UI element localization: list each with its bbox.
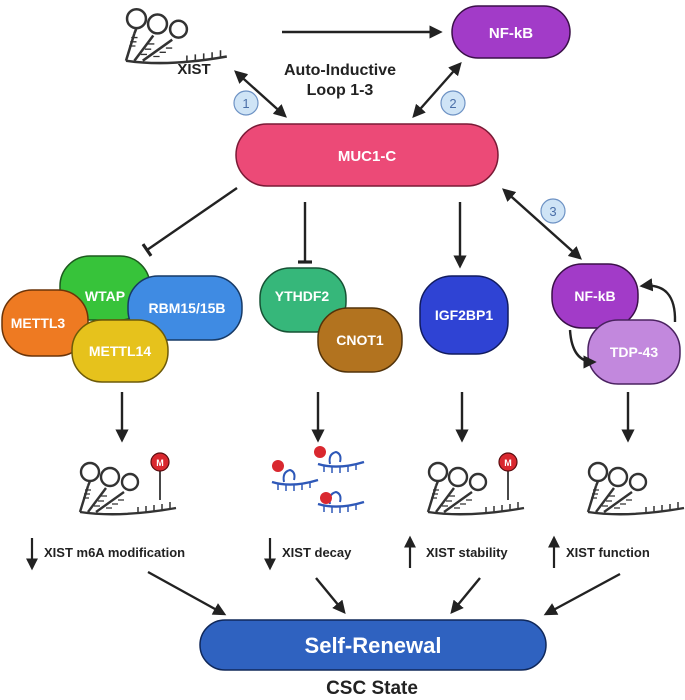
nfkb-node-right[interactable]	[551, 263, 639, 329]
outcome-label-stability: XIST stability	[426, 545, 508, 560]
nfkb-to-tdp43-arrow	[568, 329, 597, 369]
muc1c-label: MUC1-C	[338, 148, 396, 165]
function-to-self-renewal-arrow	[543, 572, 621, 616]
self-renewal-label: Self-Renewal	[305, 633, 442, 658]
m6a-mark-label-1: M	[156, 458, 164, 468]
loop-number-badge-3: 3	[540, 198, 566, 224]
loop-number-badge-1: 1	[233, 90, 259, 116]
nfkb-label-right: NF-kB	[574, 288, 615, 304]
outcome-label-function: XIST function	[566, 545, 650, 560]
loop-number-2: 2	[449, 96, 456, 111]
mettl14-label: METTL14	[89, 343, 151, 359]
outcome-label-m6a: XIST m6A modification	[44, 545, 185, 560]
xist-rna-decay-fragments	[270, 446, 366, 515]
rbm15-node[interactable]	[127, 275, 243, 341]
stability-to-self-renewal-arrow	[450, 577, 481, 615]
outcome-xist-stability: XIST stability	[403, 535, 508, 568]
xist-rna-functional	[586, 461, 685, 516]
loop-number-3: 3	[549, 204, 556, 219]
m6a-to-self-renewal-arrow	[147, 570, 227, 616]
tdp43-to-nfkb-arrow	[639, 278, 677, 323]
nfkb-node-top[interactable]	[451, 5, 571, 59]
csc-state-label: CSC State	[326, 678, 418, 699]
self-renewal-node[interactable]	[199, 619, 547, 671]
cnot1-node[interactable]	[317, 307, 403, 373]
xist-rna-top	[124, 7, 229, 65]
muc1c-inhibits-writer-complex	[141, 187, 238, 257]
loop-label-line2: Loop 1-3	[307, 82, 374, 99]
xist-label-top: XIST	[177, 61, 210, 78]
outcome-label-decay: XIST decay	[282, 545, 352, 560]
outcome-xist-decay: XIST decay	[263, 538, 352, 571]
rbm15-label: RBM15/15B	[148, 300, 225, 316]
muc1c-node[interactable]	[235, 123, 499, 187]
ythdf2-label: YTHDF2	[275, 288, 330, 304]
loop-label-line1: Auto-Inductive	[284, 62, 396, 79]
xist-muc1c-bidirectional-arrow	[234, 70, 287, 118]
nfkb-muc1c-bidirectional-arrow	[412, 62, 462, 118]
loop-number-badge-2: 2	[440, 90, 466, 116]
nfkb-label-top: NF-kB	[489, 25, 533, 42]
tdp43-label: TDP-43	[610, 344, 658, 360]
mettl14-node[interactable]	[71, 319, 169, 383]
muc1c-nfkb-bidirectional-arrow	[502, 188, 582, 260]
cnot1-label: CNOT1	[336, 332, 384, 348]
wtap-label: WTAP	[85, 288, 125, 304]
mettl3-label: METTL3	[11, 315, 66, 331]
loop-number-1: 1	[242, 96, 249, 111]
m6a-mark-label-2: M	[504, 458, 512, 468]
igf2bp1-node[interactable]	[419, 275, 509, 355]
ythdf2-node[interactable]	[259, 267, 347, 333]
decay-to-self-renewal-arrow	[315, 577, 346, 615]
tdp43-node[interactable]	[587, 319, 681, 385]
outcome-xist-function: XIST function	[547, 535, 650, 568]
outcome-xist-m6a: XIST m6A modification	[25, 538, 185, 571]
xist-rna-m6a-modified: M	[78, 452, 178, 516]
igf2bp1-label: IGF2BP1	[435, 307, 494, 323]
xist-rna-stabilized: M	[426, 452, 526, 516]
